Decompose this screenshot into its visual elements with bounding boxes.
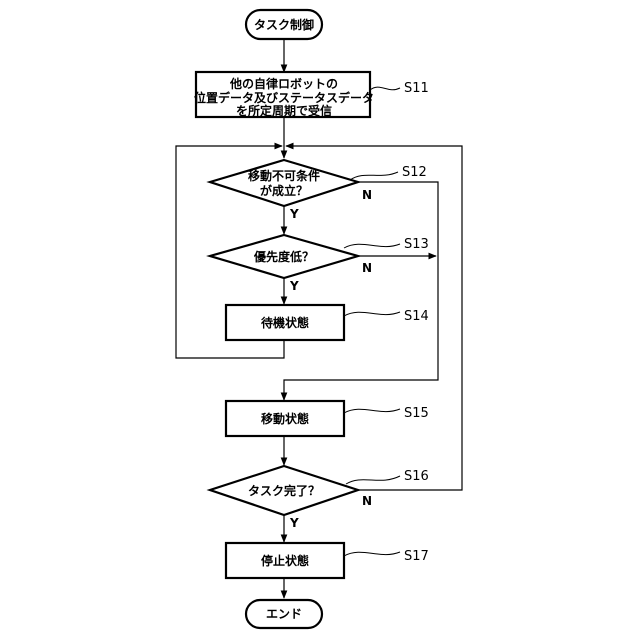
s15-process-box: 移動状態 xyxy=(226,401,344,436)
arrow-s12-no-to-s15 xyxy=(284,182,438,400)
s17-process-box: 停止状態 xyxy=(226,543,344,578)
end-terminal: エンド xyxy=(246,600,322,628)
s16-leader xyxy=(346,476,400,484)
s15-step-label: S15 xyxy=(404,406,429,421)
s16-no-label: N xyxy=(362,494,372,508)
start-label: タスク制御 xyxy=(254,17,314,32)
s16-yes-label: Y xyxy=(289,516,299,530)
s14-leader xyxy=(344,312,400,316)
s17-leader xyxy=(344,552,400,556)
s14-process-box: 待機状態 xyxy=(226,305,344,340)
start-terminal: タスク制御 xyxy=(246,10,322,39)
s11-step-label: S11 xyxy=(404,81,429,96)
s17-text: 停止状態 xyxy=(261,553,309,568)
s16-text: タスク完了？ xyxy=(248,483,320,498)
s14-step-label: S14 xyxy=(404,309,429,324)
s12-yes-label: Y xyxy=(289,207,299,221)
s12-leader xyxy=(350,172,398,180)
s11-text-line-1: 他の自律ロボットの xyxy=(229,76,338,91)
s11-process-box: 他の自律ロボットの 位置データ及びステータスデータ を所定周期で受信 xyxy=(194,72,374,118)
s12-text-line-2: が成立？ xyxy=(260,183,308,198)
s11-leader xyxy=(370,87,400,90)
s12-decision: 移動不可条件 が成立？ xyxy=(210,160,358,206)
s14-text: 待機状態 xyxy=(261,315,309,330)
s11-text-line-3: を所定周期で受信 xyxy=(236,103,332,118)
s12-step-label: S12 xyxy=(402,165,427,180)
s15-text: 移動状態 xyxy=(261,411,309,426)
s16-decision: タスク完了？ xyxy=(210,466,358,515)
s16-step-label: S16 xyxy=(404,469,429,484)
s13-leader xyxy=(344,244,400,248)
s15-leader xyxy=(344,409,400,413)
s12-text-line-1: 移動不可条件 xyxy=(248,168,320,183)
s17-step-label: S17 xyxy=(404,549,429,564)
s12-no-label: N xyxy=(362,188,372,202)
s11-text-line-2: 位置データ及びステータスデータ xyxy=(194,90,374,105)
s13-decision: 優先度低？ xyxy=(210,235,358,278)
end-label: エンド xyxy=(266,607,302,621)
s13-yes-label: Y xyxy=(289,279,299,293)
s13-text: 優先度低？ xyxy=(253,249,314,264)
s13-step-label: S13 xyxy=(404,237,429,252)
s13-no-label: N xyxy=(362,261,372,275)
